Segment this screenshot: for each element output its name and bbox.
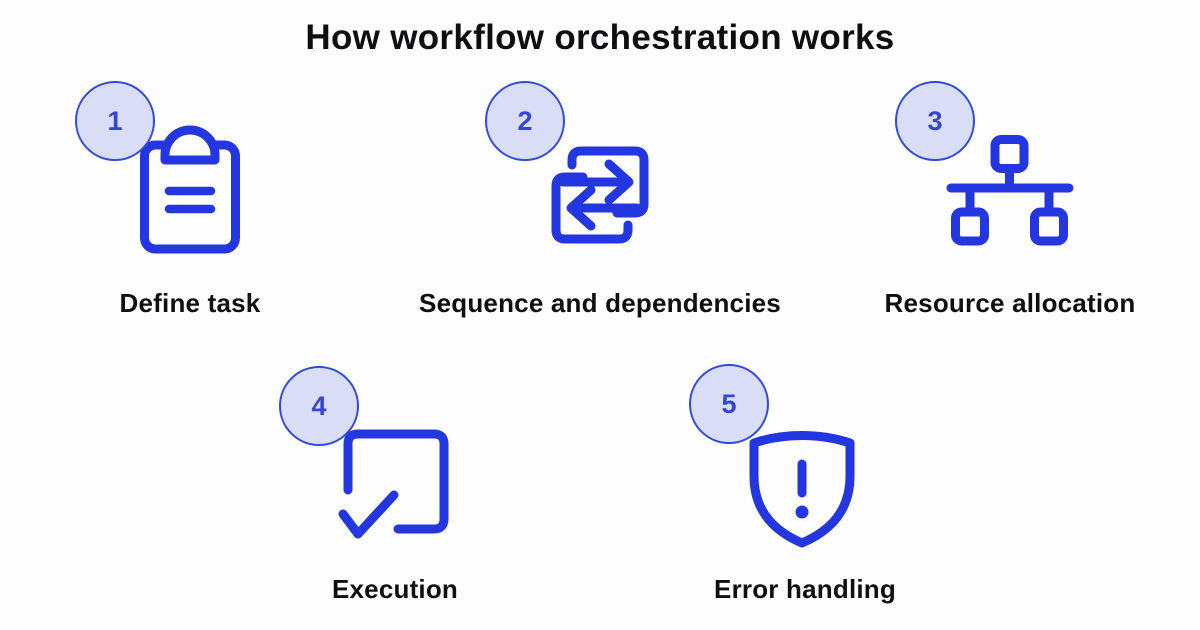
step-label: Execution: [331, 574, 459, 604]
step-number-badge: 4: [279, 366, 359, 446]
step-label: Error handling: [714, 574, 896, 604]
step-number-badge: 5: [689, 364, 769, 444]
step-error-handling: 5 Error handling: [605, 360, 1005, 610]
step-label: Define task: [119, 288, 261, 318]
swap-arrows-icon: [543, 138, 657, 252]
step-number-badge: 3: [895, 81, 975, 161]
step-number-badge: 1: [75, 81, 155, 161]
step-define-task: 1 Define task: [20, 75, 360, 325]
page-title: How workflow orchestration works: [305, 18, 895, 57]
step-sequence-and-dependencies: 2 Sequence and dependencies: [390, 75, 810, 325]
step-number-badge: 2: [485, 81, 565, 161]
clipboard-icon: [138, 125, 242, 255]
hierarchy-icon: [945, 135, 1075, 253]
step-resource-allocation: 3 Resource allocation: [830, 75, 1190, 325]
step-label: Resource allocation: [884, 288, 1136, 318]
shield-alert-icon: [746, 426, 858, 550]
checkbox-check-icon: [336, 424, 452, 540]
step-execution: 4 Execution: [195, 360, 595, 610]
step-label: Sequence and dependencies: [419, 288, 781, 318]
